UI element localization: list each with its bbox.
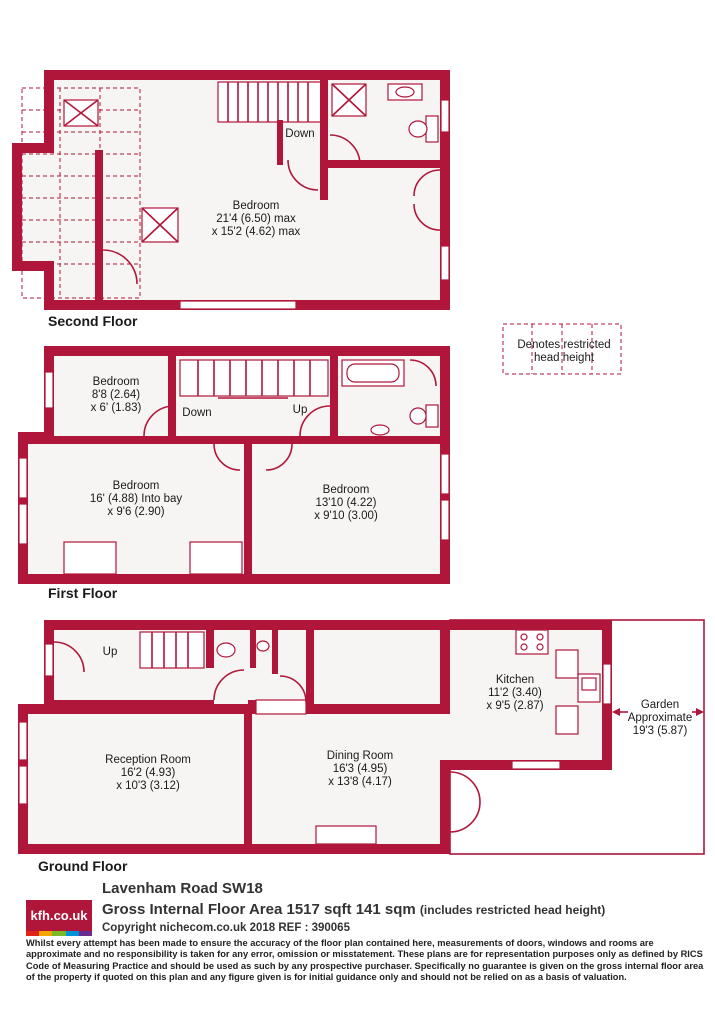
bath-icon bbox=[341, 359, 405, 387]
room-dimension: 16'2 (4.93) bbox=[121, 767, 176, 779]
staircase-icon bbox=[217, 81, 325, 123]
brand-name: kfh.co.uk bbox=[30, 908, 88, 923]
property-address: Lavenham Road SW18 bbox=[102, 880, 263, 897]
garden-label: Garden bbox=[641, 699, 679, 711]
shower-icon bbox=[331, 83, 367, 117]
floor-area-value: Gross Internal Floor Area 1517 sqft 141 … bbox=[102, 901, 416, 918]
skylight-icon bbox=[141, 207, 179, 243]
garden-dimension: 19'3 (5.87) bbox=[633, 725, 688, 737]
room-dimension: x 10'3 (3.12) bbox=[116, 780, 180, 792]
floor-label: Ground Floor bbox=[38, 858, 128, 874]
garden-dimension-arrow bbox=[612, 708, 704, 716]
room-dimension: x 6' (1.83) bbox=[91, 402, 142, 414]
skylight-icon bbox=[63, 99, 99, 127]
room-dimension: x 9'6 (2.90) bbox=[107, 506, 164, 518]
wc-icon bbox=[409, 404, 439, 428]
room-dimension: 11'2 (3.40) bbox=[488, 687, 542, 699]
sink-icon bbox=[577, 673, 601, 703]
floor-plan-diagram: Down Bedroom 21'4 (6.50) max x 15'2 (4.6… bbox=[12, 70, 705, 874]
stair-label: Up bbox=[103, 646, 118, 658]
wc-icon bbox=[408, 115, 439, 143]
brand-color-swatch bbox=[52, 931, 66, 936]
room-dimension: x 15'2 (4.62) max bbox=[212, 226, 301, 238]
room-name: Dining Room bbox=[327, 750, 393, 762]
brand-color-swatch bbox=[78, 931, 93, 936]
floor-area-note: (includes restricted head height) bbox=[419, 903, 606, 917]
staircase-icon bbox=[139, 631, 205, 669]
stair-label: Up bbox=[293, 404, 308, 416]
room-dimension: x 13'8 (4.17) bbox=[328, 776, 392, 788]
room-name: Kitchen bbox=[496, 674, 534, 686]
disclaimer-text: Whilst every attempt has been made to en… bbox=[26, 938, 704, 983]
hob-icon bbox=[515, 629, 549, 655]
stair-label: Down bbox=[182, 407, 211, 419]
staircase-icon bbox=[179, 359, 329, 399]
garden-label: Approximate bbox=[628, 712, 693, 724]
brand-logo: kfh.co.uk bbox=[26, 900, 93, 936]
second-floor-plan: Down Bedroom 21'4 (6.50) max x 15'2 (4.6… bbox=[12, 70, 450, 329]
room-dimension: 21'4 (6.50) max bbox=[216, 213, 296, 225]
basin-icon bbox=[370, 424, 390, 436]
floor-label: Second Floor bbox=[48, 313, 138, 329]
room-name: Reception Room bbox=[105, 754, 191, 766]
brand-color-swatch bbox=[26, 931, 40, 936]
room-name: Bedroom bbox=[323, 484, 370, 496]
first-floor-plan: Bedroom 8'8 (2.64) x 6' (1.83) Bedroom 1… bbox=[18, 346, 450, 601]
brand-color-swatch bbox=[39, 931, 53, 936]
brand-color-bar bbox=[26, 931, 93, 936]
basin-icon bbox=[387, 83, 423, 101]
wc-icon bbox=[216, 642, 236, 658]
footer: kfh.co.uk Lavenham Road SW18 Gross Inter… bbox=[0, 876, 715, 1033]
basin-icon bbox=[256, 640, 270, 652]
room-name: Bedroom bbox=[233, 200, 280, 212]
room-dimension: 16' (4.88) Into bay bbox=[90, 493, 183, 505]
copyright-notice: Copyright nichecom.co.uk 2018 REF : 3900… bbox=[102, 922, 350, 934]
room-name: Bedroom bbox=[93, 376, 140, 388]
legend-text: Denotes restricted bbox=[517, 339, 610, 351]
legend: Denotes restricted head height bbox=[502, 323, 622, 375]
floor-label: First Floor bbox=[48, 585, 118, 601]
ground-floor-plan: Up Reception Room 16'2 (4.93) x 10'3 (3.… bbox=[18, 619, 705, 874]
room-dimension: x 9'5 (2.87) bbox=[486, 700, 543, 712]
room-dimension: 8'8 (2.64) bbox=[92, 389, 140, 401]
floor-area: Gross Internal Floor Area 1517 sqft 141 … bbox=[102, 901, 605, 918]
room-dimension: 16'3 (4.95) bbox=[333, 763, 388, 775]
stair-label: Down bbox=[285, 128, 314, 140]
legend-text: head height bbox=[534, 352, 595, 364]
room-dimension: x 9'10 (3.00) bbox=[314, 510, 378, 522]
brand-color-swatch bbox=[65, 931, 79, 936]
room-name: Bedroom bbox=[113, 480, 160, 492]
room-dimension: 13'10 (4.22) bbox=[315, 497, 376, 509]
